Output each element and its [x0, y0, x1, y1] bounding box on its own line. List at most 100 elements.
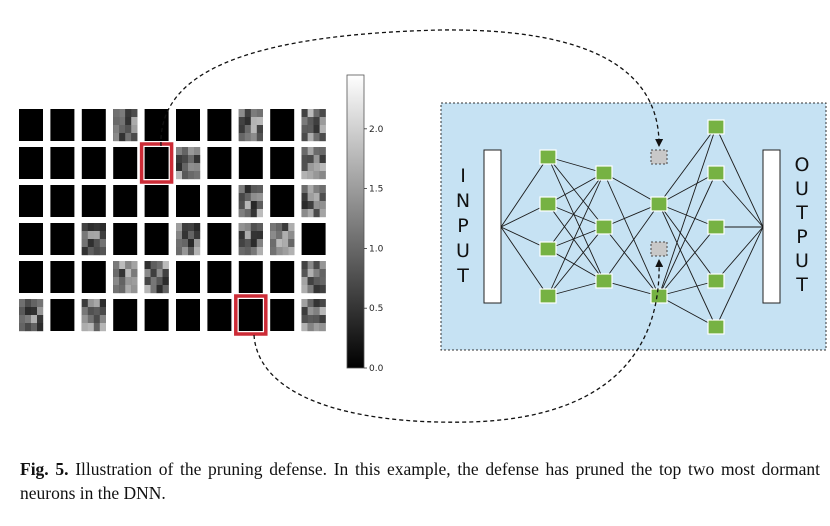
neuron-node: [707, 119, 725, 135]
caption-label: Fig. 5.: [20, 459, 69, 479]
neuron-node: [707, 319, 725, 335]
neuron-node: [595, 165, 613, 181]
network-edge: [658, 126, 717, 205]
heatmap-cell: [144, 185, 169, 217]
caption-text: Illustration of the pruning defense. In …: [20, 459, 820, 503]
neuron-node: [539, 241, 557, 257]
heatmap-cell: [144, 261, 169, 294]
heatmap-cell: [207, 299, 232, 331]
heatmap-cell: [207, 261, 232, 293]
heatmap-cell: [19, 109, 43, 141]
bottom-pruning-arrow: [253, 259, 664, 423]
network-edge: [603, 203, 660, 228]
colorbar-tick-label: 2.0: [369, 125, 384, 135]
heatmap-cell: [50, 261, 75, 293]
network-edge: [658, 172, 717, 297]
network-edge: [500, 226, 549, 297]
heatmap-cell: [19, 223, 43, 255]
heatmap-cell: [270, 261, 295, 293]
heatmap-cell: [176, 299, 200, 331]
input-letter: N: [456, 190, 470, 212]
input-letter: I: [460, 165, 466, 187]
output-letter: T: [795, 274, 808, 296]
network-edge: [658, 295, 717, 328]
output-letter: U: [795, 178, 809, 200]
heatmap-cell: [144, 147, 169, 179]
heatmap-cell: [81, 223, 106, 256]
neuron-node: [650, 288, 668, 304]
network-edge: [658, 203, 717, 328]
heatmap-cell: [238, 185, 263, 218]
input-letter: P: [457, 215, 468, 237]
network-edge: [547, 248, 605, 282]
heatmap-cell: [113, 185, 138, 217]
heatmap-cell: [144, 109, 169, 141]
network-edge: [547, 203, 605, 282]
input-letter: U: [456, 240, 470, 262]
heatmap-cell: [176, 147, 201, 180]
activation-heatmap: [19, 109, 326, 336]
network-edge: [500, 156, 549, 228]
output-letter: U: [795, 250, 809, 272]
heatmap-cell: [176, 261, 200, 293]
colorbar: 2.0 1.5 1.0 0.5 0.0: [346, 74, 384, 374]
heatmap-cell: [50, 223, 75, 255]
network-edge: [658, 226, 717, 297]
output-label: O U T P U T: [795, 154, 810, 296]
network-edge: [603, 172, 660, 297]
colorbar-tick-label: 1.5: [369, 185, 383, 195]
heatmap-cell: [81, 261, 106, 293]
heatmap-cell: [238, 147, 263, 179]
network-edge: [603, 203, 660, 282]
heatmap-cell: [301, 147, 326, 180]
output-letter: T: [795, 202, 808, 224]
neuron-node: [650, 196, 668, 212]
heatmap-cell: [50, 109, 75, 141]
network-edge: [547, 156, 605, 282]
heatmap-cell: [19, 261, 43, 293]
pruned-cell-highlight: [234, 294, 268, 336]
heatmap-cell: [113, 261, 138, 294]
colorbar-tick-label: 0.5: [369, 304, 383, 314]
heatmap-cell: [270, 223, 295, 256]
heatmap-cell: [113, 109, 138, 142]
colorbar-tick-label: 0.0: [369, 364, 384, 374]
colorbar-tick-label: 1.0: [369, 244, 384, 254]
network-edge: [547, 156, 605, 174]
heatmap-cell: [81, 299, 106, 332]
network-edge: [658, 280, 717, 297]
heatmap-cell: [301, 223, 326, 255]
network-edge: [603, 280, 660, 297]
heatmap-cell: [270, 109, 295, 141]
heatmap-cell: [176, 185, 200, 217]
input-layer-box: [483, 149, 502, 304]
heatmap-cell: [113, 223, 138, 255]
neuron-node: [707, 165, 725, 181]
heatmap-cell: [270, 185, 295, 217]
pruned-neuron-node: [650, 149, 668, 165]
heatmap-cell: [19, 299, 44, 332]
heatmap-cell: [238, 299, 263, 331]
pruning-defense-figure: 2.0 1.5 1.0 0.5 0.0 I N P U T O U T P U T: [19, 29, 827, 423]
neuron-node: [539, 288, 557, 304]
heatmap-cell: [113, 147, 138, 179]
input-label: I N P U T: [456, 165, 470, 287]
neuron-node: [707, 273, 725, 289]
input-letter: T: [456, 265, 469, 287]
heatmap-cell: [207, 223, 232, 255]
neuron-node: [595, 219, 613, 235]
network-edge: [547, 203, 605, 228]
network-edge: [603, 226, 660, 297]
network-edge: [715, 126, 764, 228]
heatmap-cell: [238, 223, 263, 256]
output-layer-box: [762, 149, 781, 304]
network-edge: [547, 172, 605, 250]
heatmap-cell: [238, 261, 263, 293]
network-edge: [547, 172, 605, 297]
heatmap-cell: [301, 185, 326, 218]
figure-caption: Fig. 5. Illustration of the pruning defe…: [20, 457, 820, 505]
heatmap-cell: [176, 109, 200, 141]
network-edge: [715, 226, 764, 328]
heatmap-cell: [50, 147, 75, 179]
heatmap-cell: [270, 299, 295, 331]
